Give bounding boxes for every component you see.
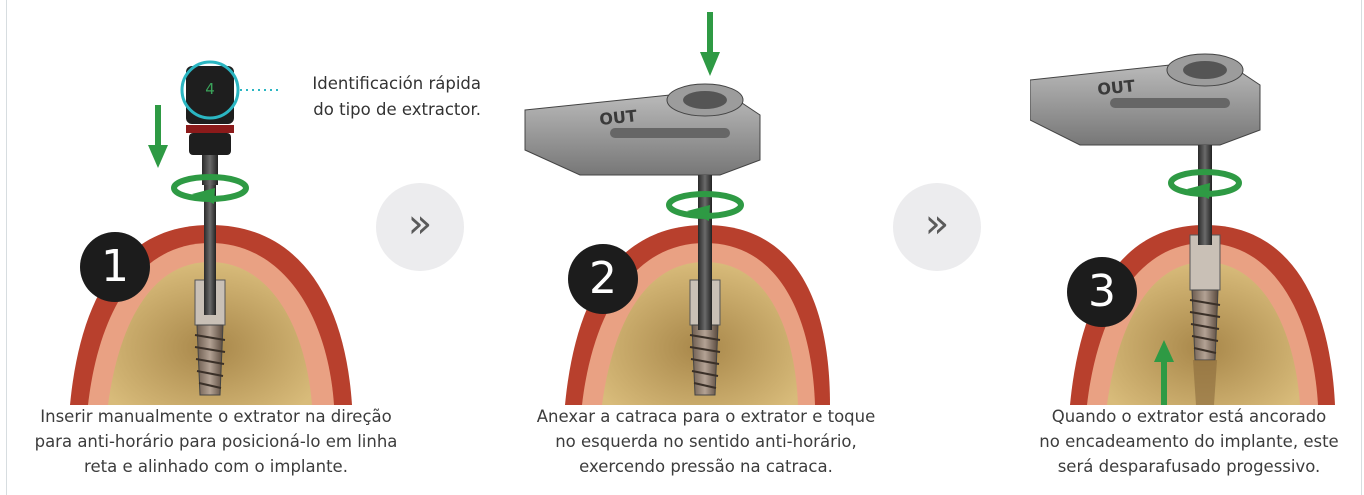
step-3-caption: Quando o extrator está ancorado no encad… xyxy=(1039,407,1339,476)
right-divider xyxy=(1361,0,1362,495)
extractor-shaft xyxy=(698,175,712,330)
double-chevron-right-icon: » xyxy=(407,201,433,247)
step-1-illustration: 4 xyxy=(70,60,352,405)
left-divider xyxy=(6,0,7,495)
ratchet-label: OUT xyxy=(1096,76,1135,99)
step-3-badge: 3 xyxy=(1067,257,1137,327)
callout-ring xyxy=(180,60,240,120)
step-1-caption: Inserir manualmente o extrator na direçã… xyxy=(34,407,398,476)
extractor-callout-text: Identificación rápida do tipo de extract… xyxy=(312,74,481,119)
next-step-button-2[interactable]: » xyxy=(893,183,981,271)
rotate-ccw-icon xyxy=(171,174,249,204)
ratchet: OUT xyxy=(524,83,761,176)
ratchet-label: OUT xyxy=(598,106,637,129)
step-2-badge: 2 xyxy=(568,244,638,314)
extractor: 4 xyxy=(186,66,234,315)
extractor-mark: 4 xyxy=(205,80,215,98)
down-arrow-icon xyxy=(148,105,168,168)
double-chevron-right-icon: » xyxy=(924,201,950,247)
next-step-button-1[interactable]: » xyxy=(376,183,464,271)
up-arrow-icon xyxy=(1154,340,1174,405)
down-arrow-icon xyxy=(700,12,720,76)
rotate-ccw-icon xyxy=(1168,169,1242,199)
step-2-caption: Anexar a catraca para o extrator e toque… xyxy=(536,407,876,476)
implant xyxy=(194,279,226,396)
step-1-badge: 1 xyxy=(80,232,150,302)
ratchet: OUT xyxy=(1030,53,1261,146)
rotate-ccw-icon xyxy=(666,191,744,221)
step-3-illustration: OUT xyxy=(1030,53,1335,405)
step-2-illustration: OUT xyxy=(524,12,830,405)
implant xyxy=(1189,234,1221,405)
